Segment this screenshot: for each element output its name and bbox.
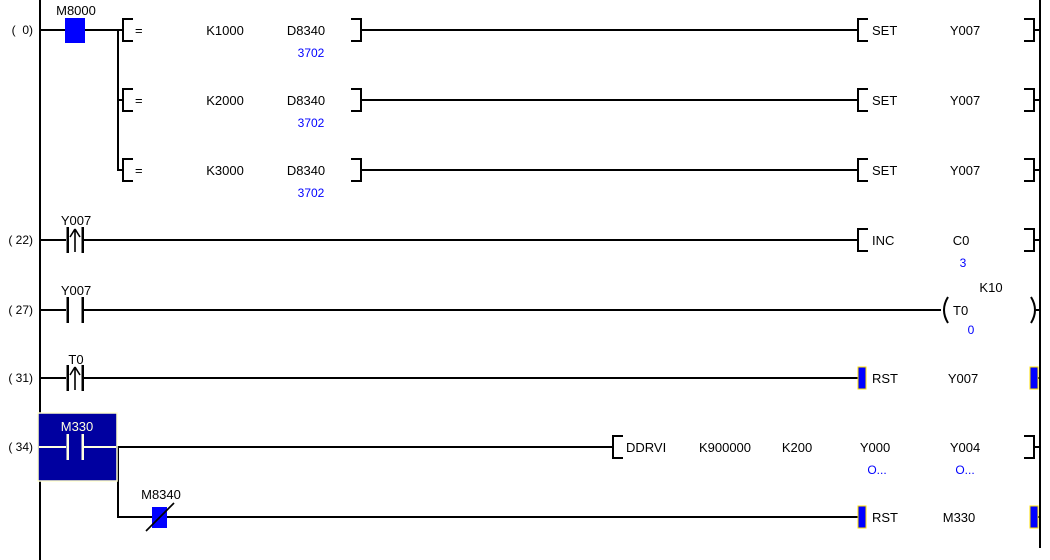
close-bracket: [351, 88, 362, 112]
rung-number: ( 34): [8, 440, 33, 454]
mnemonic: INC: [872, 233, 894, 248]
mnemonic: SET: [872, 163, 897, 178]
nc-slash: [145, 502, 175, 532]
monitor-value: 0: [968, 323, 975, 337]
close-bracket: [351, 18, 362, 42]
monitor-value: O...: [955, 463, 974, 477]
rung-number: ( 22): [8, 233, 33, 247]
rung-27: ( 27) Y007 T0 K10 0: [8, 280, 1040, 337]
selection-cursor-m330[interactable]: M330: [37, 412, 118, 482]
close-bracket: [1024, 18, 1040, 42]
inc-instruction[interactable]: INC C0 3: [857, 228, 1040, 270]
operand: Y007: [950, 23, 980, 38]
timer-coil[interactable]: T0 K10 0: [943, 280, 1040, 337]
operand: K200: [782, 440, 812, 455]
ddrvi-instruction[interactable]: DDRVI K900000 K200 Y000 Y004 O... O...: [612, 435, 1040, 477]
close-bracket: [1024, 158, 1040, 182]
compare-op: =: [135, 23, 143, 38]
close-bracket: [351, 158, 362, 182]
mnemonic: RST: [872, 371, 898, 386]
mnemonic: SET: [872, 23, 897, 38]
rung-34: ( 34) M330 DDRVI K900000 K200 Y000 Y004 …: [8, 412, 1040, 532]
close-bracket: [1024, 435, 1040, 459]
operand: Y004: [950, 440, 980, 455]
operand: K1000: [206, 23, 244, 38]
set-instruction[interactable]: SET Y007: [857, 88, 1040, 112]
highlight-bracket: [857, 505, 867, 529]
preset-value: K10: [979, 280, 1002, 295]
rung-34-branch: M8340 RST M330: [118, 487, 1040, 532]
close-bracket: [1024, 228, 1040, 252]
contact-label: T0: [68, 352, 83, 367]
operand: K900000: [699, 440, 751, 455]
operand: M330: [943, 510, 976, 525]
contact-label: M8000: [56, 3, 96, 18]
contact-m8000-energized[interactable]: [65, 18, 85, 43]
operand: D8340: [287, 163, 325, 178]
open-bracket: [122, 18, 133, 42]
contact-normally-open[interactable]: [66, 297, 84, 323]
contact-label: Y007: [61, 213, 91, 228]
open-bracket: [857, 88, 868, 112]
contact-m8340-nc-energized[interactable]: [145, 502, 175, 532]
coil-label: T0: [953, 303, 968, 318]
compare-op: =: [135, 163, 143, 178]
mnemonic: SET: [872, 93, 897, 108]
open-bracket: [857, 228, 868, 252]
coil-close-paren: [1030, 296, 1036, 324]
monitor-value: O...: [867, 463, 886, 477]
monitor-value: 3: [960, 256, 967, 270]
operand: C0: [953, 233, 970, 248]
contact-pulse-rising[interactable]: [66, 365, 84, 391]
operand: K2000: [206, 93, 244, 108]
close-bracket: [1024, 88, 1040, 112]
highlight-bracket: [1029, 366, 1039, 390]
contact-pulse-rising[interactable]: [66, 227, 84, 253]
open-bracket: [122, 158, 133, 182]
rung-0: ( 0) M8000 = K1000 D8340 3702 SET Y007 =…: [12, 3, 1040, 200]
contact-label: Y007: [61, 283, 91, 298]
rung-number: ( 31): [8, 371, 33, 385]
operand: Y000: [860, 440, 890, 455]
compare-block[interactable]: = K3000 D8340 3702: [122, 158, 362, 200]
operand: Y007: [950, 93, 980, 108]
monitor-value: 3702: [298, 46, 325, 60]
operand: D8340: [287, 93, 325, 108]
coil-open-paren: [943, 296, 949, 324]
open-bracket: [122, 88, 133, 112]
open-bracket: [857, 158, 868, 182]
set-instruction[interactable]: SET Y007: [857, 158, 1040, 182]
up-arrow-icon: [69, 228, 81, 252]
compare-op: =: [135, 93, 143, 108]
highlight-bracket: [857, 366, 867, 390]
compare-block[interactable]: = K2000 D8340 3702: [122, 88, 362, 130]
mnemonic: DDRVI: [626, 440, 666, 455]
rung-number: ( 0): [12, 23, 33, 37]
open-bracket: [857, 18, 868, 42]
monitor-value: 3702: [298, 116, 325, 130]
rst-instruction-active[interactable]: RST M330: [857, 505, 1040, 529]
rst-instruction-active[interactable]: RST Y007: [857, 366, 1040, 390]
contact-label: M330: [61, 419, 94, 434]
up-arrow-icon: [69, 366, 81, 390]
operand: Y007: [948, 371, 978, 386]
contact-label: M8340: [141, 487, 181, 502]
rung-number: ( 27): [8, 303, 33, 317]
operand: D8340: [287, 23, 325, 38]
mnemonic: RST: [872, 510, 898, 525]
monitor-value: 3702: [298, 186, 325, 200]
open-bracket: [612, 435, 623, 459]
rung-22: ( 22) Y007 INC C0 3: [8, 213, 1040, 270]
rung-31: ( 31) T0 RST Y007: [8, 352, 1040, 391]
compare-block[interactable]: = K1000 D8340 3702: [122, 18, 362, 60]
highlight-bracket: [1029, 505, 1039, 529]
operand: Y007: [950, 163, 980, 178]
operand: K3000: [206, 163, 244, 178]
set-instruction[interactable]: SET Y007: [857, 18, 1040, 42]
